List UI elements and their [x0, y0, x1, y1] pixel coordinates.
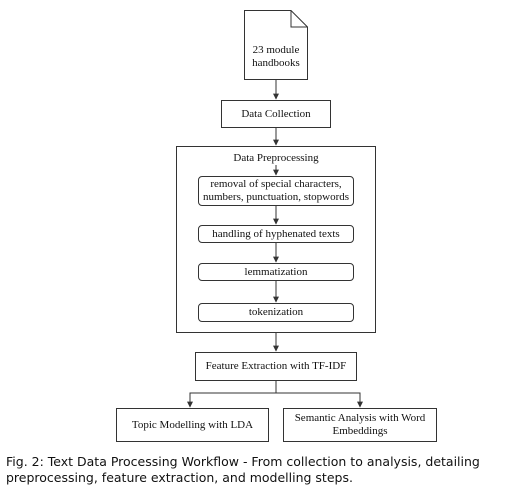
- step-tokenization: tokenization: [198, 303, 354, 322]
- semantic-analysis-box: Semantic Analysis with Word Embeddings: [283, 408, 437, 442]
- handbooks-label-line2: handbooks: [252, 57, 300, 69]
- semantic-analysis-line1: Semantic Analysis with Word: [294, 412, 426, 424]
- handbooks-label-line1: 23 module: [252, 44, 300, 56]
- step4-label: tokenization: [248, 306, 304, 318]
- figure-caption: Fig. 2: Text Data Processing Workflow - …: [6, 454, 502, 486]
- step-remove-special-characters: removal of special characters, numbers, …: [198, 176, 354, 206]
- step1-line1: removal of special characters,: [210, 178, 342, 190]
- step-hyphenated-texts: handling of hyphenated texts: [198, 225, 354, 243]
- handbooks-document: 23 module handbooks: [244, 10, 308, 80]
- step2-label: handling of hyphenated texts: [212, 227, 340, 240]
- data-preprocessing-container: Data Preprocessing: [176, 146, 376, 333]
- caption-line1: Fig. 2: Text Data Processing Workflow - …: [6, 454, 480, 469]
- arrow-feature-to-lda: [187, 381, 277, 408]
- feature-extraction-box: Feature Extraction with TF-IDF: [195, 352, 357, 381]
- step3-label: lemmatization: [244, 265, 308, 278]
- document-icon: [244, 10, 308, 80]
- step-lemmatization: lemmatization: [198, 263, 354, 281]
- caption-line2: preprocessing, feature extraction, and m…: [6, 470, 353, 485]
- topic-modelling-label: Topic Modelling with LDA: [131, 418, 254, 431]
- data-collection-box: Data Collection: [221, 100, 331, 128]
- arrow-feature-to-embeddings: [276, 392, 363, 408]
- data-preprocessing-title: Data Preprocessing: [233, 152, 319, 164]
- step1-line2: numbers, punctuation, stopwords: [202, 191, 350, 203]
- topic-modelling-box: Topic Modelling with LDA: [116, 408, 269, 442]
- semantic-analysis-line2: Embeddings: [332, 425, 388, 437]
- feature-extraction-label: Feature Extraction with TF-IDF: [205, 360, 347, 372]
- handbooks-label: 23 module handbooks: [244, 44, 308, 70]
- workflow-connectors: [187, 80, 363, 408]
- data-collection-label: Data Collection: [241, 107, 311, 120]
